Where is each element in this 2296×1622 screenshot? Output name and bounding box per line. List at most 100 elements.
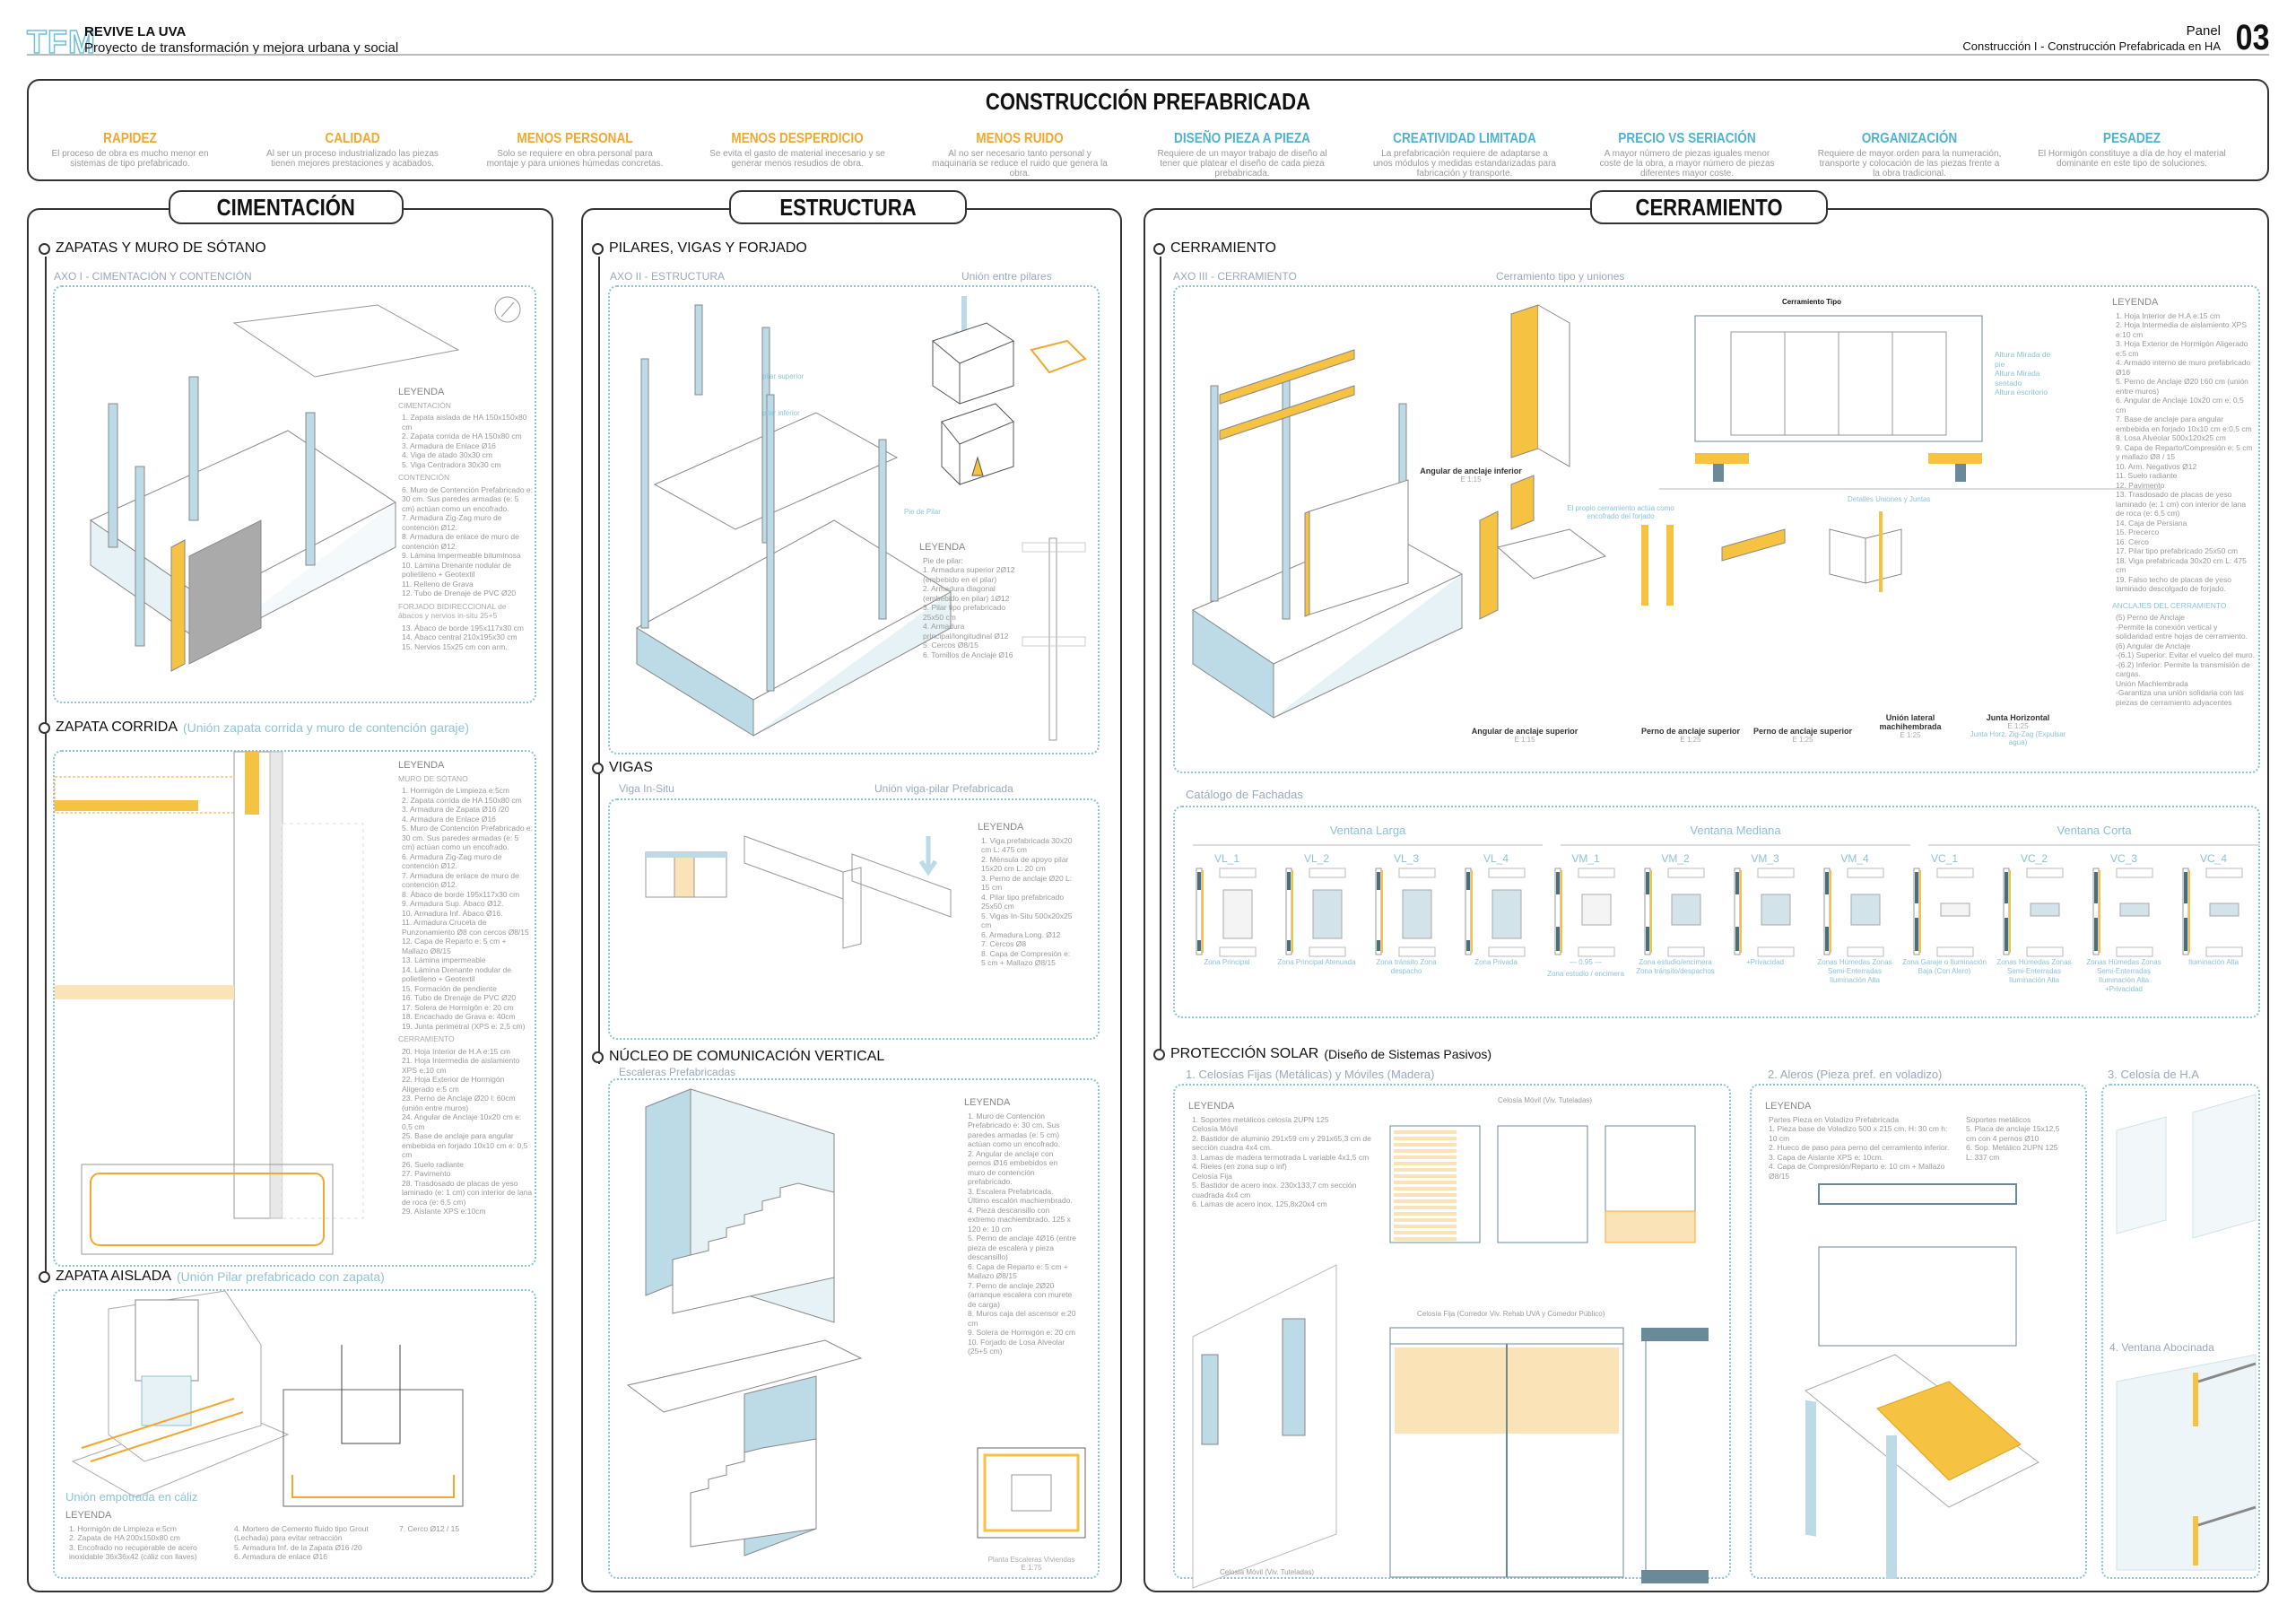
panel-label: Panel bbox=[2186, 23, 2221, 39]
legend-item: Celosía Fija bbox=[1192, 1171, 1232, 1181]
estructura-title: ESTRUCTURA bbox=[779, 194, 917, 221]
gravel-fill bbox=[282, 823, 364, 1219]
load-arrow bbox=[918, 836, 938, 876]
wood-slat bbox=[1394, 1199, 1457, 1203]
legend-item: Unión Machiembrada bbox=[2116, 678, 2188, 688]
timeline-line bbox=[598, 257, 600, 1064]
dimension-line: — bbox=[1592, 958, 1603, 966]
legend-item: 8. Losa Alveolar 500x120x25 cm bbox=[2116, 433, 2226, 442]
legend-aleros: LEYENDA Partes Pieza en Voladizo Prefabr… bbox=[1765, 1102, 2079, 1181]
legend-item: 21. Hoja Intermedia de aislamiento XPS e… bbox=[402, 1056, 520, 1075]
axo-label: AXO I - CIMENTACIÓN Y CONTENCIÓN bbox=[54, 270, 252, 283]
wood-slat bbox=[1394, 1212, 1457, 1216]
legend-item: 14. Caja de Persiana bbox=[2116, 518, 2187, 528]
legend-item: 15. Precerco bbox=[2116, 528, 2160, 536]
legend-item: 24. Angular de Anclaje 10x20 cm e: 0,5 c… bbox=[402, 1112, 522, 1131]
legend-item: 4. Mortero de Cemento fluido tipo Grout … bbox=[234, 1523, 369, 1543]
legend-item: 2. Zapata de HA 200x150x80 cm bbox=[69, 1533, 180, 1542]
section-zapata-corrida: ZAPATA CORRIDA(Unión zapata corrida y mu… bbox=[39, 719, 469, 736]
legend-group-title: MURO DE SÓTANO bbox=[398, 773, 468, 783]
legend-item: 6. Armadura Zig-Zag muro de contención Ø… bbox=[402, 851, 502, 871]
legend-item: 14. Ábaco central 210x195x30 cm bbox=[402, 632, 517, 641]
column bbox=[305, 412, 316, 566]
legend-item: 14. Lámina Drenante nodular de polietile… bbox=[402, 964, 511, 984]
catalog-code: VM_4 bbox=[1840, 852, 1869, 865]
legend-title: LEYENDA bbox=[1188, 1101, 1235, 1112]
legend-item: 8. Capa de Compresión e: 5 cm + Mallazo … bbox=[981, 948, 1071, 968]
detail-scale: E 1:25 bbox=[1792, 736, 1813, 744]
catalog-code: VC_2 bbox=[2020, 852, 2048, 865]
legend-item: 1. Zapata aislada de HA 150x150x80 cm bbox=[402, 413, 527, 432]
legend-item: 5. Vigas In-Situ 500x20x25 cm bbox=[981, 911, 1073, 930]
legend-item: 4. Capa de Compresión/Reparto e: 10 cm +… bbox=[1769, 1162, 1945, 1181]
legend-item: 11. Relleno de Grava bbox=[402, 579, 474, 589]
catalog-item-vm_1: VM_1— 0.95 —Zona estudio / encimera bbox=[1543, 807, 1629, 978]
legend-item: 4. Armadura de Enlace Ø16 bbox=[402, 814, 496, 824]
detail-scale: E 1:15 bbox=[1514, 736, 1535, 744]
legend-item: 15. Formación de pendiente bbox=[402, 983, 497, 993]
feature-text: A mayor número de piezas iguales menor c… bbox=[1599, 149, 1775, 179]
legend-title: LEYENDA bbox=[65, 1510, 112, 1521]
catalog-code: VC_3 bbox=[2109, 852, 2138, 865]
estructura-tab: ESTRUCTURA bbox=[729, 190, 967, 224]
legend-item: Pie de pilar: bbox=[923, 555, 963, 565]
legend-item: 7. Armadura Zig-Zag muro de contención Ø… bbox=[402, 513, 502, 532]
section-nucleo: NÚCLEO DE COMUNICACIÓN VERTICAL bbox=[592, 1049, 884, 1065]
footing-rebar bbox=[90, 1173, 325, 1246]
legend-item: 3. Armadura de Enlace Ø16 bbox=[402, 440, 496, 450]
cerramiento-tipo-label: Cerramiento tipo y uniones bbox=[1496, 270, 1625, 283]
dimension-value: 0.95 bbox=[1578, 958, 1593, 966]
bullet-icon bbox=[1153, 1048, 1165, 1060]
section-title: NÚCLEO DE COMUNICACIÓN VERTICAL bbox=[609, 1049, 885, 1064]
feature-title: ORGANIZACIÓN bbox=[1861, 131, 1958, 146]
bullet-icon bbox=[592, 242, 604, 255]
legend-item: 13. Trasdosado de placas de yeso laminad… bbox=[2116, 490, 2247, 518]
section-vigas: VIGAS bbox=[592, 760, 653, 776]
legend-item: 6. Lamas de acero inox. 125,8x20x4 cm bbox=[1192, 1199, 1327, 1208]
wood-slat bbox=[1394, 1143, 1457, 1147]
section-proteccion-solar: PROTECCIÓN SOLAR(Diseño de Sistemas Pasi… bbox=[1153, 1046, 1492, 1062]
legend-item: 20. Hoja Interior de H.A e:15 cm bbox=[402, 1046, 510, 1056]
legend-item: Partes Pieza en Voladizo Prefabricada bbox=[1769, 1114, 1900, 1124]
axo-label: AXO II - ESTRUCTURA bbox=[610, 270, 726, 283]
catalog-item-vm_3: VM_3+Privacidad bbox=[1722, 807, 1808, 966]
legend-item: 2. Armadura diagonal (embebido en pilar)… bbox=[923, 584, 1010, 603]
legend-item: -(6.1) Superior: Evitar el vuelco del mu… bbox=[2116, 650, 2255, 659]
detail-label: Unión entre pilares bbox=[961, 270, 1052, 283]
axo-cerramiento-drawing bbox=[1191, 304, 2161, 719]
in-situ-beam bbox=[674, 855, 695, 898]
group-ventana-larga: Ventana Larga bbox=[1193, 824, 1543, 846]
legend-list: Pie de pilar:1. Armadura superior 2Ø12 (… bbox=[919, 556, 1018, 660]
catalog-code: VL_2 bbox=[1303, 852, 1330, 865]
cerramiento-title: CERRAMIENTO bbox=[1635, 194, 1783, 221]
legend-item: 16. Tubo de Drenaje de PVC Ø20 bbox=[402, 993, 517, 1002]
window-section-icon bbox=[1913, 868, 1974, 957]
project-subtitle: Proyecto de transformación y mejora urba… bbox=[84, 40, 399, 56]
window-section-icon bbox=[1823, 868, 1884, 957]
window-section-icon bbox=[1465, 868, 1526, 957]
legend-item: 3. Hoja Exterior de Hormigón Aligerado e… bbox=[2116, 339, 2248, 358]
legend-item: 1. Armadura superior 2Ø12 (embebido en e… bbox=[923, 565, 1015, 584]
ventana-abocinada-title: 4. Ventana Abocinada bbox=[2109, 1341, 2214, 1354]
legend-item: 5. Muro de Contención Prefabricado e: 30… bbox=[402, 824, 534, 851]
window-section-icon bbox=[1734, 868, 1795, 957]
